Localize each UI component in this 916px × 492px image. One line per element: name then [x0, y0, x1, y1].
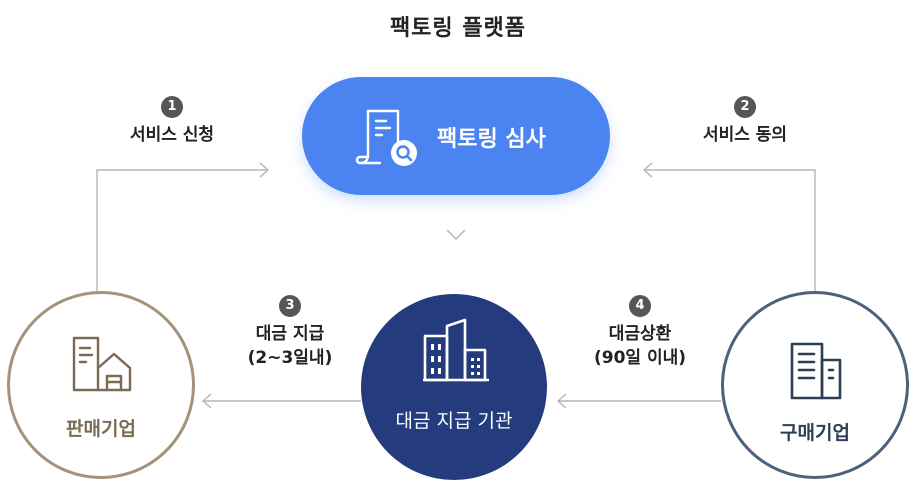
step-service-consent: 2 서비스 동의 — [670, 95, 820, 146]
step-number-badge: 1 — [161, 96, 183, 118]
step-number-badge: 2 — [734, 96, 756, 118]
arrow-service-consent — [644, 169, 816, 291]
step-number-badge: 3 — [279, 295, 301, 317]
factoring-review-label: 팩토링 심사 — [437, 127, 546, 152]
step-label: 대금상환 — [608, 324, 672, 344]
city-buildings-icon — [421, 316, 491, 388]
chevron-down-icon — [446, 229, 466, 240]
step-sublabel: (90일 이내) — [593, 348, 687, 368]
store-building-icon — [70, 334, 134, 400]
step-label: 대금 지급 — [255, 324, 325, 344]
diagram-title: 팩토링 플랫폼 — [389, 16, 527, 41]
buyer-company-node: 구매기업 — [721, 291, 909, 479]
payment-institution-label: 대금 지급 기관 — [395, 410, 513, 432]
document-search-icon — [354, 107, 424, 173]
step-service-request: 1 서비스 신청 — [97, 95, 247, 146]
buyer-company-label: 구매기업 — [780, 422, 850, 444]
arrow-service-request — [96, 169, 268, 291]
step-label: 서비스 동의 — [702, 125, 788, 145]
step-label: 서비스 신청 — [129, 125, 215, 145]
payment-institution-node: 대금 지급 기관 — [361, 294, 547, 480]
office-building-icon — [788, 340, 844, 406]
step-number-badge: 4 — [629, 295, 651, 317]
seller-company-label: 판매기업 — [66, 418, 136, 440]
step-sublabel: (2~3일내) — [247, 348, 333, 368]
step-payment: 3 대금 지급 (2~3일내) — [215, 294, 365, 369]
step-repayment: 4 대금상환 (90일 이내) — [565, 294, 715, 369]
seller-company-node: 판매기업 — [7, 291, 195, 479]
factoring-review-node: 팩토링 심사 — [302, 77, 610, 195]
